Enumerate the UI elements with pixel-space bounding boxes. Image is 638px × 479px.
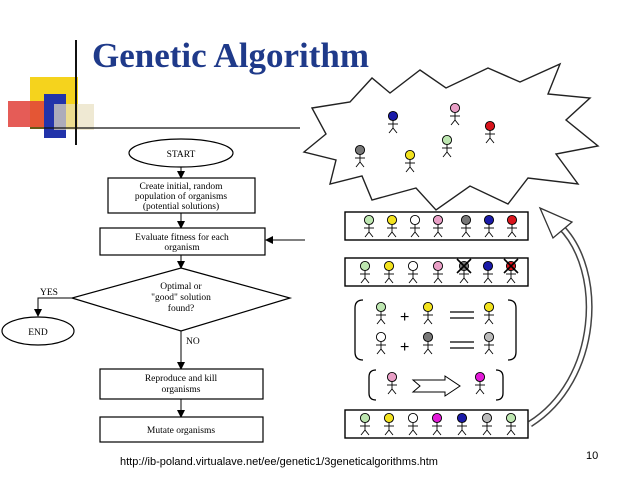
organism-icon [386, 371, 398, 395]
reproduce-box [99, 368, 264, 400]
decision-line-2: "good" solution [151, 293, 211, 303]
organism-icon [375, 301, 387, 325]
decoration-blocks [8, 40, 300, 145]
population-row-3 [344, 409, 529, 439]
mutate-label: Mutate organisms [147, 426, 215, 436]
reproduce-line-1: Reproduce and kill [145, 374, 218, 384]
create-line-3: (potential solutions) [143, 201, 219, 212]
page-number: 10 [586, 450, 599, 462]
mutation-panel [368, 369, 504, 401]
evaluate-line-1: Evaluate fitness for each [135, 232, 229, 243]
flowchart: START Create initial, random population … [1, 138, 305, 443]
organism-icon [474, 371, 486, 395]
organism-icon [422, 331, 434, 355]
evaluate-line-2: organism [164, 243, 200, 253]
reproduce-line-2: organisms [162, 385, 201, 395]
arrow-icon [411, 375, 461, 397]
organism-icon [483, 301, 495, 325]
population-row-2 [344, 257, 529, 287]
evaluate-box [99, 227, 266, 256]
svg-text:+: + [400, 339, 409, 356]
loop-arrow [528, 206, 593, 427]
create-line-1: Create initial, random [139, 182, 223, 192]
organism-icon [375, 331, 387, 355]
mutate-box [99, 416, 264, 443]
end-label: END [28, 328, 48, 338]
crossover-panel: + + [354, 299, 517, 361]
population-row-1 [344, 211, 529, 241]
source-url[interactable]: http://ib-poland.virtualave.net/ee/genet… [120, 456, 438, 468]
killed-marks [456, 258, 519, 274]
create-line-2: population of organisms [135, 191, 227, 202]
population-cloud [302, 62, 600, 211]
svg-text:+: + [400, 309, 409, 326]
decision-line-3: found? [168, 303, 194, 314]
end-node [1, 316, 75, 346]
organism-icon [422, 301, 434, 325]
create-box [107, 177, 256, 214]
organism-icon [483, 331, 495, 355]
no-label: NO [186, 337, 200, 347]
decision-line-1: Optimal or [160, 282, 202, 292]
yes-label: YES [40, 288, 58, 298]
start-label: START [167, 150, 196, 160]
slide-title: Genetic Algorithm [92, 36, 370, 75]
